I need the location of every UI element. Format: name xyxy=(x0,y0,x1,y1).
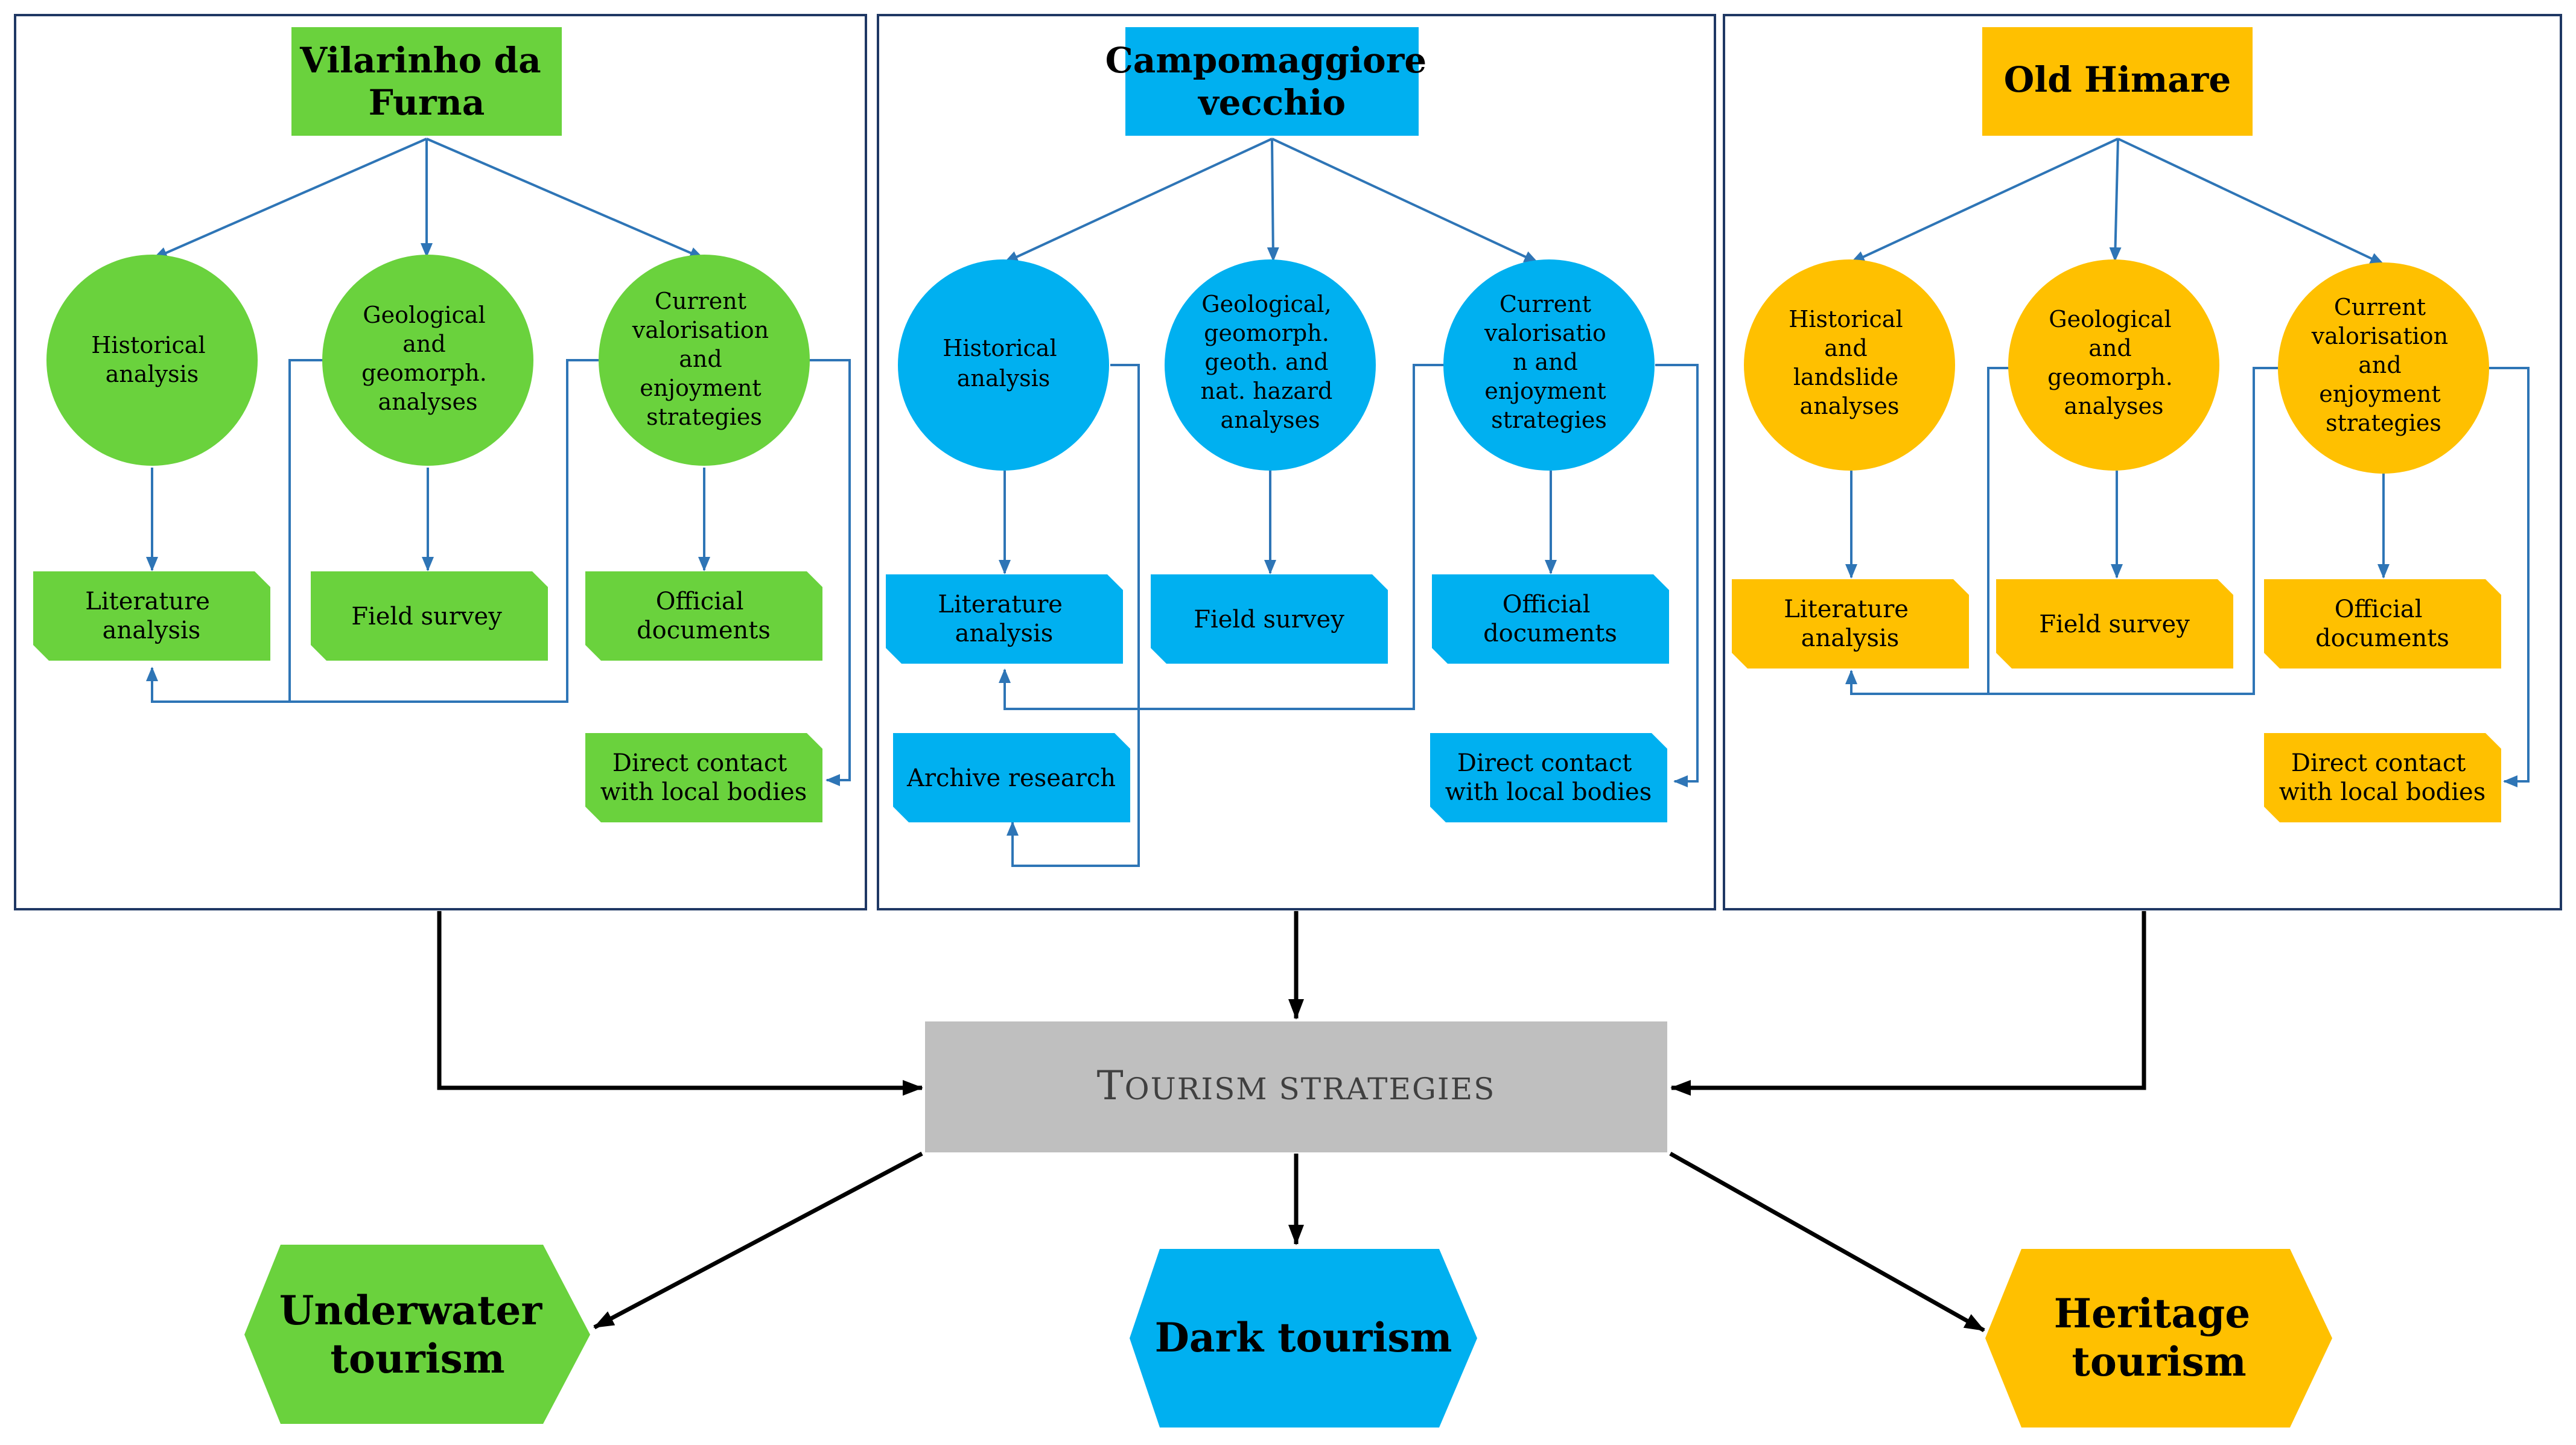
panel-title: Old Himare xyxy=(2004,59,2231,100)
main-flow-arrows xyxy=(437,911,2146,1333)
loop-connectors xyxy=(1845,367,2530,787)
output-underwater-tourism: Underwater tourism xyxy=(244,1245,590,1424)
svg-text:Historical analysis: Historical analysis xyxy=(943,335,1064,392)
svg-text:Historical analysis: Historical analysis xyxy=(91,332,212,387)
svg-text:Direct contact with lo: Direct contact with local bodies xyxy=(600,749,807,806)
panel-vilarinho: Vilarinho da Furna Historical analysi xyxy=(14,14,867,910)
box-archive-research: Archive research xyxy=(893,733,1130,822)
loop-connectors xyxy=(146,359,851,786)
svg-text:Field survey: Field survey xyxy=(1194,606,1344,634)
tourism-strategies-box: TOURISM STRATEGIES xyxy=(925,1021,1667,1152)
svg-text:Current valorisation: Current valorisation and enjoyment strat… xyxy=(2311,294,2456,436)
svg-text:Official documents: Official documents xyxy=(2315,595,2449,652)
panel-title: Campomaggiore vecchio xyxy=(1105,40,1439,123)
svg-text:Geological and: Geological and geomorph. analyses xyxy=(2047,306,2180,419)
output-heritage-tourism: Heritage tourism xyxy=(1985,1249,2332,1428)
arrow-center-to-underwater xyxy=(593,1151,923,1330)
panel-border xyxy=(877,14,1716,910)
panel-border xyxy=(1723,14,2562,910)
panel-himare: Old Himare Historical and landslide anal… xyxy=(1723,14,2562,910)
circle-current-valorisation: Current valorisatio n and enjoyment stra… xyxy=(1443,259,1655,471)
svg-text:Literature analysis: Literature analysis xyxy=(85,588,217,644)
svg-text:Official documents: Official documents xyxy=(637,588,771,644)
panel-title: Vilarinho da Furna xyxy=(299,40,553,123)
svg-text:Literature analysis: Literature analysis xyxy=(938,591,1070,647)
svg-text:Direct contact with lo: Direct contact with local bodies xyxy=(2279,749,2486,806)
circle-geological-analyses: Geological, geomorph. geoth. and nat. ha… xyxy=(1165,259,1376,471)
svg-text:Underwater tourism: Underwater tourism xyxy=(279,1287,556,1382)
box-official-documents: Official documents xyxy=(2264,579,2501,669)
circle-historical-landslide: Historical and landslide analyses xyxy=(1744,259,1955,471)
title-box xyxy=(291,27,562,136)
panel-campomaggiore: Campomaggiore vecchio Historical analysi… xyxy=(877,14,1716,910)
svg-text:Dark tourism: Dark tourism xyxy=(1155,1314,1452,1361)
box-official-documents: Official documents xyxy=(1432,574,1669,664)
title-connectors xyxy=(1003,138,1539,264)
circle-box-connectors xyxy=(1845,471,2390,579)
svg-text:Literature analysis: Literature analysis xyxy=(1784,595,1916,652)
svg-text:TOURISM STRATEGIES: TOURISM STRATEGIES xyxy=(1097,1062,1496,1109)
circle-current-valorisation: Current valorisation and enjoyment strat… xyxy=(599,255,810,466)
circle-box-connectors xyxy=(146,468,710,571)
svg-text:Field survey: Field survey xyxy=(351,603,502,630)
box-direct-contact: Direct contact with local bodies xyxy=(585,733,822,822)
box-literature-analysis: Literature analysis xyxy=(886,574,1123,664)
svg-text:Current valorisatio: Current valorisatio n and enjoyment stra… xyxy=(1484,291,1614,433)
box-direct-contact: Direct contact with local bodies xyxy=(1430,733,1667,822)
box-official-documents: Official documents xyxy=(585,571,822,661)
circle-geological-analyses: Geological and geomorph. analyses xyxy=(2008,259,2219,471)
svg-text:Geological, geomorph.: Geological, geomorph. geoth. and nat. ha… xyxy=(1201,291,1340,433)
box-field-survey: Field survey xyxy=(311,571,548,661)
circle-historical-analysis: Historical analysis xyxy=(46,255,258,466)
panel-border xyxy=(14,14,867,910)
box-field-survey: Field survey xyxy=(1996,579,2233,669)
box-literature-analysis: Literature analysis xyxy=(33,571,270,661)
title-box xyxy=(1125,27,1419,136)
svg-text:Historical and: Historical and landslide analyses xyxy=(1789,306,1910,419)
box-field-survey: Field survey xyxy=(1151,574,1388,664)
circle-historical-analysis: Historical analysis xyxy=(898,259,1109,471)
svg-text:Official documents: Official documents xyxy=(1483,591,1617,647)
svg-text:Geological and: Geological and geomorph. analyses xyxy=(361,302,494,415)
svg-text:Archive research: Archive research xyxy=(906,764,1116,792)
box-direct-contact: Direct contact with local bodies xyxy=(2264,733,2501,822)
circle-geological-analyses: Geological and geomorph. analyses xyxy=(322,255,533,466)
title-connectors xyxy=(1850,138,2385,265)
loop-connectors xyxy=(999,364,1699,867)
title-box xyxy=(1982,27,2253,136)
box-literature-analysis: Literature analysis xyxy=(1732,579,1969,669)
output-dark-tourism: Dark tourism xyxy=(1130,1249,1477,1428)
svg-text:Direct contact with lo: Direct contact with local bodies xyxy=(1445,749,1652,806)
svg-text:Heritage tourism: Heritage tourism xyxy=(2054,1290,2265,1385)
svg-text:Current valorisation: Current valorisation and enjoyment strat… xyxy=(632,288,777,430)
circle-box-connectors xyxy=(999,471,1557,574)
arrow-vilarinho-to-center xyxy=(437,911,923,1096)
circle-current-valorisation: Current valorisation and enjoyment strat… xyxy=(2278,262,2489,474)
arrow-center-to-heritage xyxy=(1669,1151,1985,1333)
svg-text:Field survey: Field survey xyxy=(2039,611,2190,638)
arrow-himare-to-center xyxy=(1670,911,2146,1096)
title-connectors xyxy=(153,138,704,259)
